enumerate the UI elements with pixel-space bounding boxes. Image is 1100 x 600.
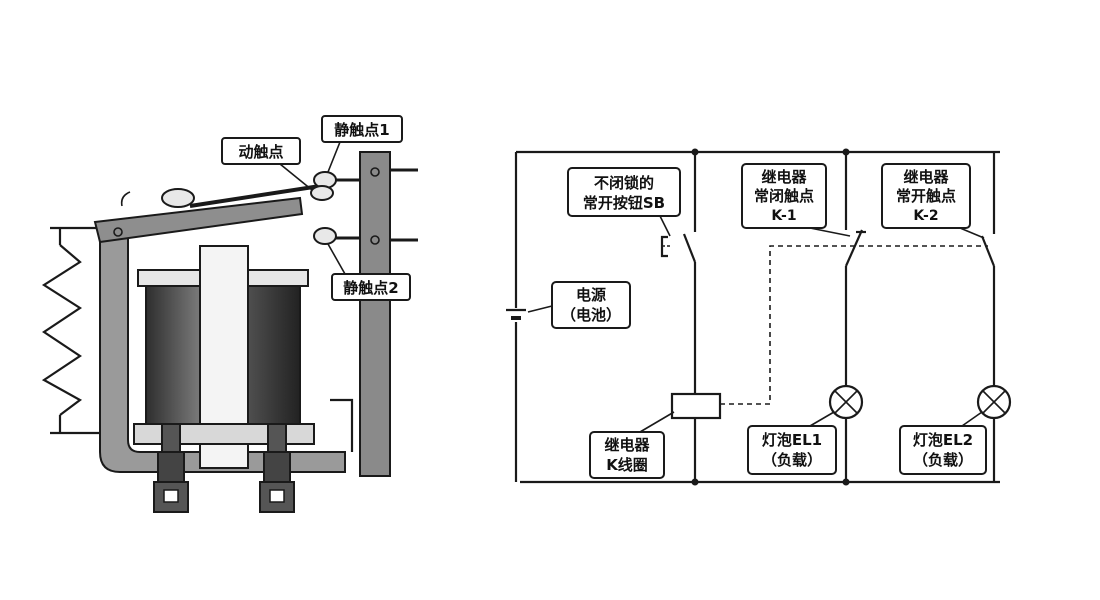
coil-label-line1: 继电器 <box>604 436 650 454</box>
coil-terminal-left <box>153 423 189 513</box>
static-contact-2 <box>313 227 337 245</box>
lamp2-label-line1: 灯泡EL2 <box>913 431 973 449</box>
callout-static-contact-2: 静触点2 <box>327 243 411 301</box>
moving-contact-label: 动触点 <box>238 143 283 161</box>
callout-lamp-2: 灯泡EL2 （负载） <box>899 411 987 475</box>
lamp2-label-line2: （负载） <box>913 451 973 469</box>
callout-button: 不闭锁的 常开按钮SB <box>567 167 681 237</box>
yoke-frame <box>99 227 346 473</box>
relay-coil-symbol <box>670 392 722 420</box>
nc-label-line1: 继电器 <box>761 168 807 186</box>
button-label-line2: 常开按钮SB <box>583 194 665 212</box>
callout-static-contact-1: 静触点1 <box>321 115 403 173</box>
callout-nc-contact: 继电器 常闭触点 K-1 <box>741 163 851 237</box>
moving-contact-arm <box>189 184 321 208</box>
circuit-diagram <box>506 148 1012 486</box>
moving-contact <box>310 185 334 201</box>
no-contact-switch <box>980 235 996 267</box>
arm-insulator <box>161 188 195 208</box>
no-label-line3: K-2 <box>913 208 938 224</box>
callout-moving-contact: 动触点 <box>221 137 313 191</box>
lamp1-label-line1: 灯泡EL1 <box>762 431 822 449</box>
nc-label-line2: 常闭触点 <box>754 187 814 205</box>
button-switch <box>682 233 697 263</box>
coil-label-line2: K线圈 <box>606 456 648 474</box>
nc-contact-switch <box>844 229 864 267</box>
mechanical-linkage <box>720 245 988 405</box>
callout-no-contact: 继电器 常开触点 K-2 <box>881 163 985 239</box>
nc-label-line3: K-1 <box>771 208 796 224</box>
callout-coil: 继电器 K线圈 <box>589 411 675 479</box>
callout-power: 电源 （电池） <box>527 281 631 329</box>
armature-lever <box>93 196 304 244</box>
return-spring <box>41 244 83 416</box>
no-label-line2: 常开触点 <box>896 187 956 205</box>
lever-pivot <box>113 227 123 237</box>
static-contact-1-label: 静触点1 <box>334 121 389 139</box>
relay-structure <box>41 151 418 513</box>
no-label-line1: 继电器 <box>903 168 949 186</box>
static-contact-2-label: 静触点2 <box>343 279 398 297</box>
button-label-line1: 不闭锁的 <box>594 174 654 192</box>
lamp1-label-line2: （负载） <box>762 451 822 469</box>
callout-lamp-1: 灯泡EL1 （负载） <box>747 411 837 475</box>
power-label-line1: 电源 <box>576 286 606 304</box>
coil-terminal-right <box>259 423 295 513</box>
contact-post <box>359 151 391 477</box>
power-label-line2: （电池） <box>561 306 621 324</box>
